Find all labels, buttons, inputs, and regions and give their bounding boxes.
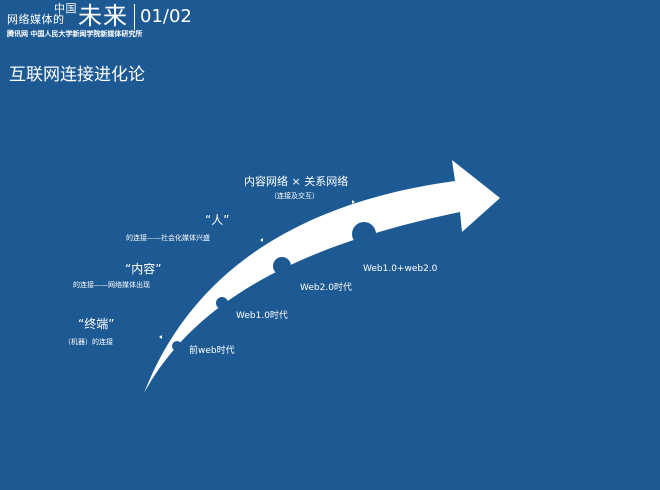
annotation-pointer-people: [260, 238, 263, 242]
page-number: 01/02: [140, 6, 192, 27]
milestone-label-1: 前web时代: [189, 346, 235, 356]
annotation-desc-terminal: （机器）的连接: [64, 338, 113, 346]
top-annotation-pointer: [352, 200, 355, 204]
annotation-pointer-content: [207, 296, 210, 300]
page-title: 互联网连接进化论: [9, 65, 145, 85]
milestone-dot-4: [352, 222, 376, 246]
annotation-desc-content: 的连接——网络媒体出现: [73, 281, 150, 289]
annotation-quote-content: “内容”: [125, 262, 162, 276]
milestone-dot-3: [273, 257, 291, 275]
milestone-dot-2: [216, 297, 228, 309]
top-annotation-subtitle: （连接及交互）: [270, 192, 319, 200]
header-subtitle: 腾讯网 中国人民大学新闻学院新媒体研究所: [7, 30, 143, 38]
logo-big-text: 未来: [78, 2, 128, 30]
top-annotation-title: 内容网络 × 关系网络: [244, 175, 349, 188]
milestone-label-4: Web1.0+web2.0: [363, 264, 438, 274]
annotation-pointer-terminal: [159, 335, 162, 339]
annotation-desc-people: 的连接——社会化媒体兴盛: [126, 234, 210, 242]
curved-arrow-shape: [144, 160, 500, 393]
logo-line2: 网络媒体的: [7, 13, 65, 26]
milestone-label-3: Web2.0时代: [300, 283, 352, 293]
annotation-quote-terminal: “终端”: [78, 317, 115, 331]
logo-divider: [134, 4, 135, 30]
annotation-quote-people: “人”: [205, 213, 230, 227]
milestone-dot-1: [172, 341, 182, 351]
logo-line1: 中国: [54, 2, 77, 15]
milestone-label-2: Web1.0时代: [236, 311, 288, 321]
